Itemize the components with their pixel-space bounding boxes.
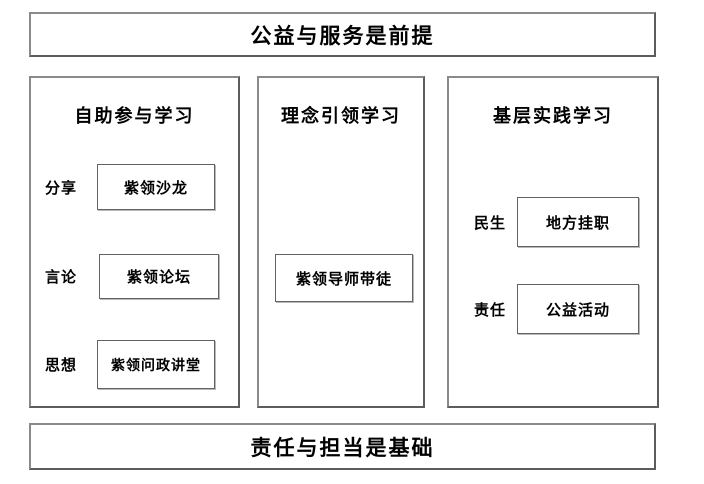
row-label-share: 分享 — [45, 179, 78, 197]
top-banner-text: 公益与服务是前提 — [250, 24, 435, 48]
bottom-banner-text: 责任与担当是基础 — [250, 436, 435, 460]
column-title: 自助参与学习 — [74, 106, 195, 126]
node-salon: 紫领沙龙 — [97, 164, 215, 210]
column-grassroots-practice-learning: 基层实践学习 民生 地方挂职 责任 公益活动 — [447, 76, 659, 408]
node-lecture-hall: 紫领问政讲堂 — [97, 340, 215, 389]
node-welfare-activity: 公益活动 — [517, 284, 639, 334]
row-label-speech: 言论 — [45, 269, 78, 286]
column-title: 基层实践学习 — [493, 106, 613, 126]
column-concept-led-learning: 理念引领学习 紫领导师带徒 — [257, 76, 425, 408]
top-banner: 公益与服务是前提 — [29, 12, 656, 57]
node-mentor-apprentice: 紫领导师带徒 — [275, 254, 413, 302]
row-label-responsibility: 责任 — [474, 301, 507, 319]
column-title: 理念引领学习 — [281, 106, 401, 126]
node-local-post: 地方挂职 — [517, 197, 639, 247]
bottom-banner: 责任与担当是基础 — [29, 423, 656, 470]
column-self-participation-learning: 自助参与学习 分享 紫领沙龙 言论 紫领论坛 思想 紫领问政讲堂 — [29, 76, 240, 408]
node-forum: 紫领论坛 — [99, 254, 219, 299]
row-label-thought: 思想 — [45, 357, 78, 374]
row-label-livelihood: 民生 — [474, 214, 507, 232]
